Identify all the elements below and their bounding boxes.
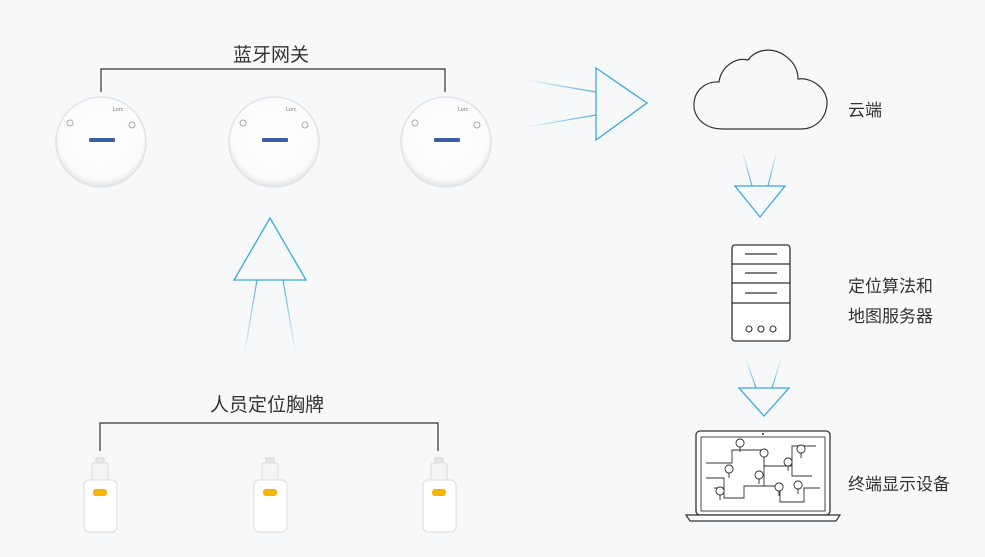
bluetooth-gateway-3: Lorc bbox=[400, 96, 492, 188]
cloud-icon bbox=[693, 49, 828, 130]
personnel-badge-1 bbox=[83, 457, 118, 533]
personnel-badge-3 bbox=[422, 457, 457, 533]
personnel-badge-2 bbox=[253, 457, 288, 533]
right-arrow-icon bbox=[525, 66, 649, 142]
badge-bracket bbox=[99, 422, 439, 451]
down-arrow-icon-1 bbox=[733, 149, 787, 219]
up-arrow-icon bbox=[232, 216, 308, 357]
svg-text:Lorc: Lorc bbox=[458, 107, 469, 113]
gateway-group-title: 蓝牙网关 bbox=[233, 44, 310, 66]
bluetooth-gateway-1: Lorc bbox=[55, 96, 147, 188]
svg-text:Lorc: Lorc bbox=[113, 107, 124, 113]
server-label-line2: 地图服务器 bbox=[848, 307, 933, 327]
gateway-bracket bbox=[100, 68, 446, 92]
laptop-icon bbox=[684, 430, 842, 522]
server-label-line1: 定位算法和 bbox=[848, 277, 933, 297]
badge-group-title: 人员定位胸牌 bbox=[210, 394, 325, 416]
down-arrow-icon-2 bbox=[737, 358, 791, 417]
bluetooth-gateway-2: Lorc bbox=[228, 96, 320, 188]
cloud-label: 云端 bbox=[848, 101, 882, 121]
svg-text:Lorc: Lorc bbox=[286, 107, 297, 113]
terminal-label: 终端显示设备 bbox=[848, 475, 950, 495]
server-icon bbox=[731, 244, 791, 342]
